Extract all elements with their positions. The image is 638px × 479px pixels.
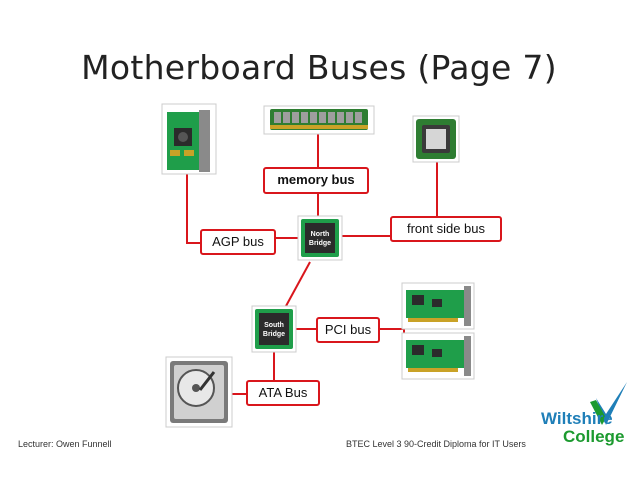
agp-card <box>161 103 217 175</box>
hard-drive <box>165 356 233 428</box>
south-bridge-chip <box>251 305 297 353</box>
memory-module <box>263 105 375 135</box>
pci-card-lower <box>401 332 475 380</box>
cpu-chip <box>412 115 460 163</box>
pci-card-upper <box>401 282 475 330</box>
south-bridge-label-line1: South <box>264 322 284 329</box>
pci-bus-label: PCI bus <box>316 317 380 343</box>
course-footer: BTEC Level 3 90-Credit Diploma for IT Us… <box>346 439 526 449</box>
college-logo-line2: College <box>563 427 625 446</box>
bridge-link <box>285 261 311 307</box>
north-bridge-chip <box>297 215 343 261</box>
agp-connector <box>186 172 200 244</box>
north-bridge-label-line1: North <box>311 231 330 238</box>
north-bridge-label-line2: Bridge <box>309 240 331 247</box>
college-logo-line1: Wiltshire <box>541 409 613 428</box>
memory-bus-label: memory bus <box>263 167 369 194</box>
ata-bus-label: ATA Bus <box>246 380 320 406</box>
slide-title: Motherboard Buses (Page 7) <box>81 48 557 87</box>
college-logo-mark <box>590 382 627 425</box>
south-bridge-label-line2: Bridge <box>263 331 285 338</box>
agp-bus-label: AGP bus <box>200 229 276 255</box>
front-side-bus-label: front side bus <box>390 216 502 242</box>
lecturer-footer: Lecturer: Owen Funnell <box>18 439 112 449</box>
